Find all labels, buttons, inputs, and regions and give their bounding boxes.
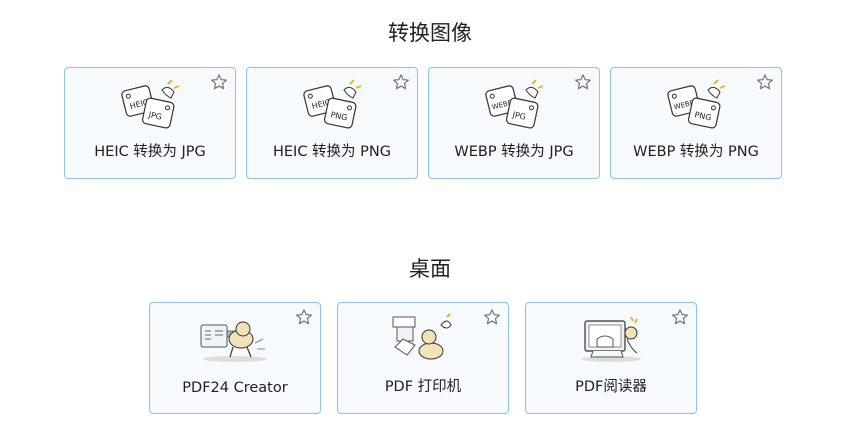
tool-card-heic-to-png[interactable]: HEIC PNG HEIC 转换为 PNG xyxy=(246,67,418,179)
svg-text:JPG: JPG xyxy=(147,110,163,122)
tool-card-webp-to-jpg[interactable]: WEBP JPG WEBP 转换为 JPG xyxy=(428,67,600,179)
heic-to-jpg-icon: HEIC JPG xyxy=(121,79,180,129)
webp-to-png-icon: WEBP PNG xyxy=(667,79,726,129)
tool-card-heic-to-jpg[interactable]: HEIC JPG HEIC 转换为 JPG xyxy=(64,67,236,179)
webp-to-jpg-icon: WEBP JPG xyxy=(485,79,544,129)
svg-text:PNG: PNG xyxy=(330,110,349,122)
favorite-star-icon[interactable] xyxy=(392,73,410,91)
section-title-convert-images: 转换图像 xyxy=(388,21,472,45)
tool-card-label: WEBP 转换为 PNG xyxy=(633,144,759,160)
section-title-desktop: 桌面 xyxy=(409,257,451,281)
favorite-star-icon[interactable] xyxy=(574,73,592,91)
pdf24-creator-illustration-icon xyxy=(200,321,267,362)
tool-card-pdf-reader[interactable]: PDF阅读器 xyxy=(525,302,697,414)
tool-card-label: PDF24 Creator xyxy=(182,380,288,396)
tool-card-webp-to-png[interactable]: WEBP PNG WEBP 转换为 PNG xyxy=(610,67,782,179)
pdf-printer-illustration-icon xyxy=(392,313,452,360)
favorite-star-icon[interactable] xyxy=(756,73,774,91)
svg-text:PNG: PNG xyxy=(694,110,713,122)
convert-images-tool-row: HEIC JPG HEIC 转换为 JPG HEIC PNG HEIC 转换为 … xyxy=(64,67,782,179)
pdf-reader-illustration-icon xyxy=(581,316,641,362)
favorite-star-icon[interactable] xyxy=(210,73,228,91)
favorite-star-icon[interactable] xyxy=(483,308,501,326)
tool-card-label: WEBP 转换为 JPG xyxy=(454,144,574,160)
tool-card-label: HEIC 转换为 PNG xyxy=(272,144,391,160)
heic-to-png-icon: HEIC PNG xyxy=(303,79,362,129)
tool-card-label: PDF 打印机 xyxy=(384,379,462,395)
tool-card-pdf-printer[interactable]: PDF 打印机 xyxy=(337,302,509,414)
tool-card-label: PDF阅读器 xyxy=(575,379,647,395)
tool-card-label: HEIC 转换为 JPG xyxy=(94,144,206,160)
favorite-star-icon[interactable] xyxy=(671,308,689,326)
tool-card-pdf24-creator[interactable]: PDF24 Creator xyxy=(149,302,321,414)
desktop-tool-row: PDF24 Creator PDF 打印机 PDF阅读器 xyxy=(149,302,697,414)
svg-text:JPG: JPG xyxy=(511,110,527,122)
favorite-star-icon[interactable] xyxy=(295,308,313,326)
